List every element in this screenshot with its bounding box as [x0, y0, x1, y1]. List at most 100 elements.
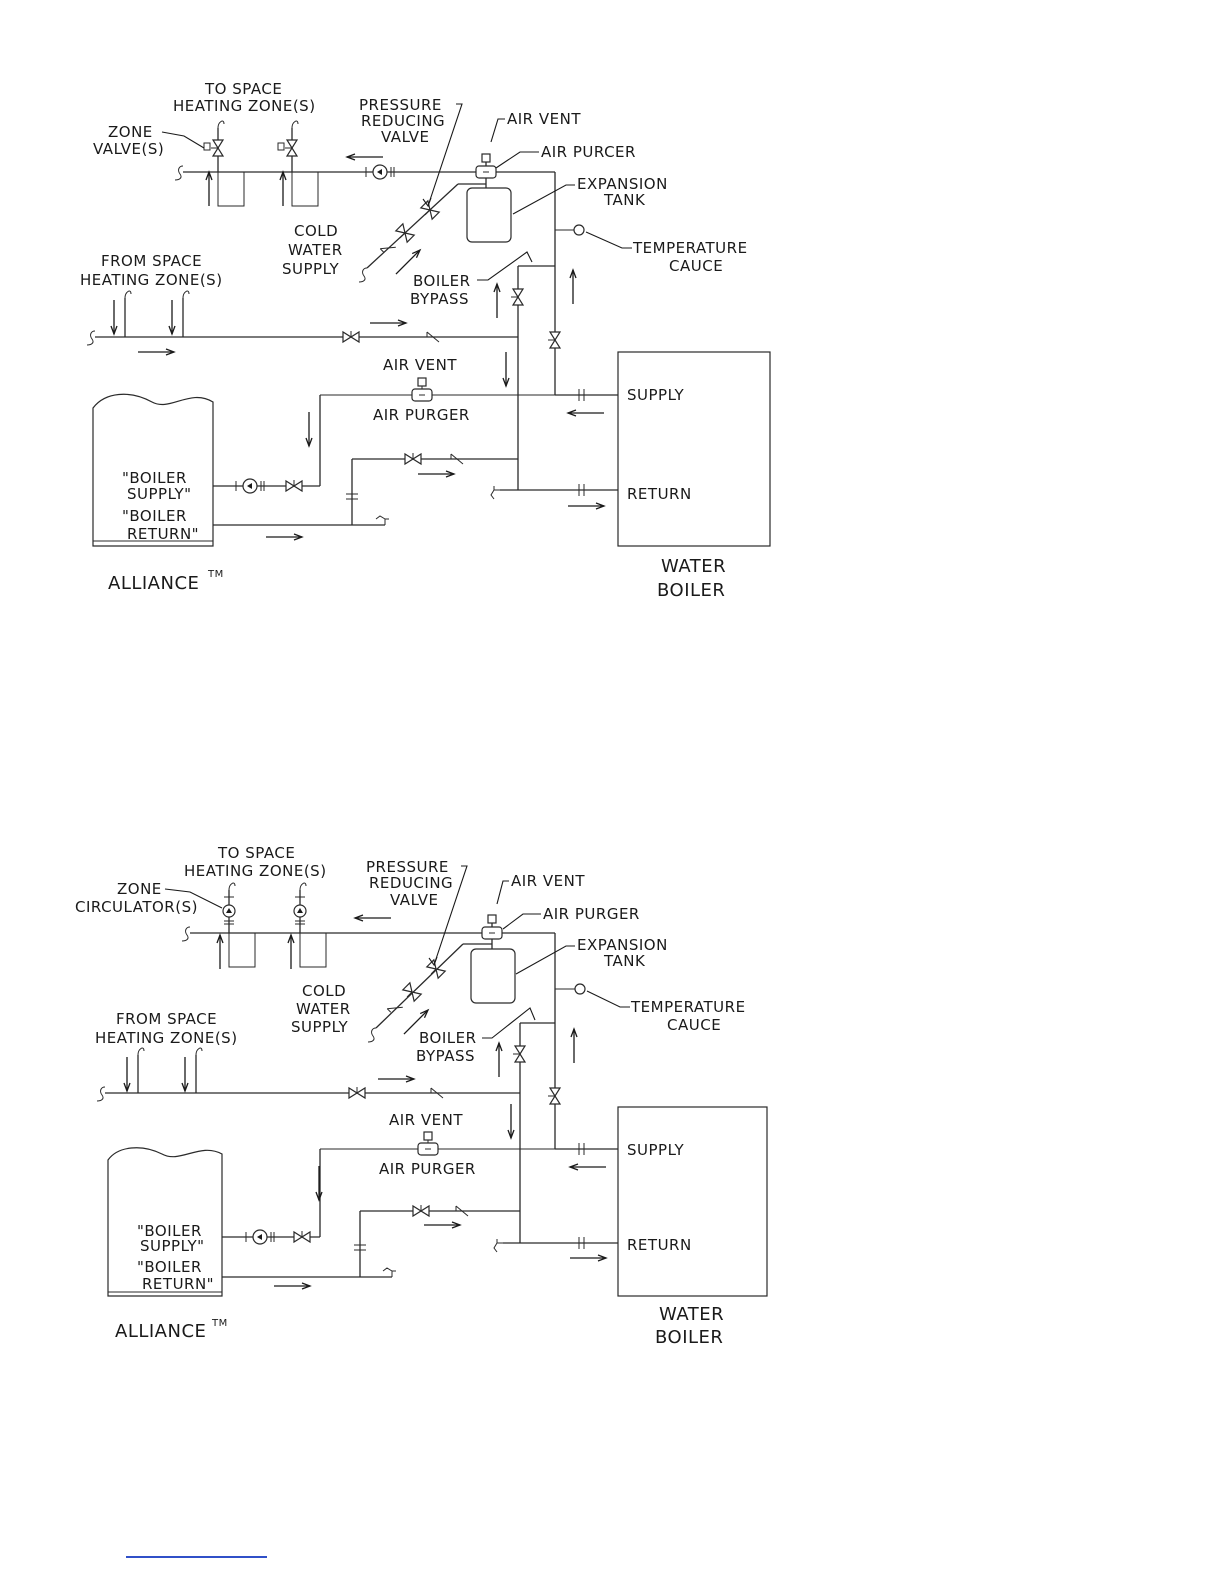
label-heating-zones: HEATING ZONE(S)	[173, 97, 316, 115]
label-air-vent-mid: AIR VENT	[389, 1111, 463, 1129]
isolation-valve-icon	[547, 1087, 561, 1105]
label-boiler-supply-2: SUPPLY"	[140, 1237, 205, 1255]
piping-diagram-zone-circulators: TO SPACE HEATING ZONE(S) ZONE CIRCULATOR…	[75, 844, 768, 1348]
label-reducing: REDUCING	[361, 112, 445, 130]
label-pressure: PRESSURE	[359, 96, 442, 114]
air-vent-icon	[487, 914, 497, 924]
flow-arrow-icon	[216, 934, 224, 970]
label-zone-circulators: CIRCULATOR(S)	[75, 898, 198, 916]
flow-arrow-icon	[567, 502, 605, 510]
flow-arrow-icon	[168, 299, 176, 335]
label-air-purger-mid: AIR PURGER	[379, 1160, 476, 1178]
flow-arrow-icon	[569, 1163, 607, 1171]
label-water: WATER	[296, 1000, 351, 1018]
label-water: WATER	[288, 241, 343, 259]
label-from-space: FROM SPACE	[116, 1010, 217, 1028]
label-air-vent-mid: AIR VENT	[383, 356, 457, 374]
label-zone: ZONE	[117, 880, 162, 898]
label-boiler-bypass-2: BYPASS	[416, 1047, 475, 1065]
label-air-purger: AIR PURGER	[543, 905, 640, 923]
pipe-end-icon	[181, 926, 191, 942]
flow-arrow-icon	[123, 1056, 131, 1092]
flow-arrow-icon	[205, 171, 213, 207]
label-water-boiler-1: WATER	[659, 1304, 724, 1325]
flow-arrow-icon	[137, 348, 175, 356]
label-water-boiler-2: BOILER	[657, 580, 725, 601]
flow-arrow-icon	[287, 934, 295, 970]
label-air-purger-mid: AIR PURGER	[373, 406, 470, 424]
zone-valve-icon	[284, 139, 298, 157]
flow-arrow-icon	[346, 153, 384, 161]
label-valve: VALVE	[390, 891, 439, 909]
label-from-heating-zones: HEATING ZONE(S)	[80, 271, 223, 289]
label-cold: COLD	[302, 982, 346, 1000]
flow-arrow-icon	[495, 1042, 503, 1078]
label-boiler-bypass-2: BYPASS	[410, 290, 469, 308]
label-boiler-supply-1: "BOILER	[122, 469, 187, 487]
label-alliance: ALLIANCE	[108, 573, 199, 594]
flow-arrow-icon	[507, 1103, 515, 1139]
label-boiler-supply-2: SUPPLY"	[127, 485, 192, 503]
label-to-space: TO SPACE	[217, 844, 295, 862]
air-purger-icon	[417, 1142, 439, 1156]
label-to-space: TO SPACE	[204, 80, 282, 98]
label-valve: VALVE	[381, 128, 430, 146]
expansion-tank-icon	[470, 948, 516, 1004]
label-boiler-return-1: "BOILER	[122, 507, 187, 525]
label-tank: TANK	[603, 952, 646, 970]
air-purger-icon	[411, 388, 433, 402]
label-alliance: ALLIANCE	[115, 1321, 206, 1342]
label-from-space: FROM SPACE	[101, 252, 202, 270]
flow-arrow-icon	[305, 411, 313, 447]
flow-arrow-icon	[279, 171, 287, 207]
label-trademark: TM	[207, 569, 224, 580]
flow-arrow-icon	[315, 1165, 323, 1201]
label-water-boiler-2: BOILER	[655, 1327, 723, 1348]
label-temperature: TEMPERATURE	[632, 239, 748, 257]
label-boiler-return-1: "BOILER	[137, 1258, 202, 1276]
air-vent-icon	[417, 377, 427, 387]
label-trademark: TM	[211, 1318, 228, 1329]
flow-arrow-icon	[181, 1056, 189, 1092]
bypass-valve-icon	[510, 288, 524, 306]
air-purger-icon	[475, 165, 497, 179]
label-boiler-return-2: RETURN"	[127, 525, 199, 543]
water-boiler-box	[617, 1106, 768, 1297]
zone-valve-icon	[210, 139, 224, 157]
footer-link-underline[interactable]	[126, 1556, 267, 1558]
flow-arrow-icon	[570, 1028, 578, 1064]
label-return: RETURN	[627, 1236, 692, 1254]
alliance-tank	[107, 1147, 223, 1297]
flow-arrow-icon	[493, 283, 501, 319]
label-gauge: CAUCE	[669, 257, 723, 275]
label-expansion: EXPANSION	[577, 175, 668, 193]
label-supply: SUPPLY	[627, 1141, 684, 1159]
label-boiler-supply-1: "BOILER	[137, 1222, 202, 1240]
water-boiler-box	[617, 351, 771, 547]
piping-diagram-zone-valves: TO SPACE HEATING ZONE(S) ZONE VALVE(S) P…	[80, 80, 771, 601]
flow-arrow-icon	[354, 914, 392, 922]
air-vent-icon	[423, 1131, 433, 1141]
isolation-valve-icon	[547, 331, 561, 349]
label-boiler-bypass-1: BOILER	[413, 272, 471, 290]
bypass-valve-icon	[512, 1045, 526, 1063]
label-gauge: CAUCE	[667, 1016, 721, 1034]
temperature-gauge-icon	[574, 983, 586, 995]
label-return: RETURN	[627, 485, 692, 503]
label-heating-zones: HEATING ZONE(S)	[184, 862, 327, 880]
label-zone: ZONE	[108, 123, 153, 141]
label-supply-cold: SUPPLY	[282, 260, 339, 278]
label-cold: COLD	[294, 222, 338, 240]
air-purger-icon	[481, 926, 503, 940]
label-air-purger: AIR PURCER	[541, 143, 636, 161]
pipe-end-icon	[174, 165, 184, 181]
alliance-tank	[92, 393, 214, 547]
flow-arrow-icon	[569, 1254, 607, 1262]
label-pressure: PRESSURE	[366, 858, 449, 876]
label-supply: SUPPLY	[627, 386, 684, 404]
label-air-vent: AIR VENT	[511, 872, 585, 890]
label-from-heating-zones: HEATING ZONE(S)	[95, 1029, 238, 1047]
expansion-tank-icon	[466, 187, 512, 243]
label-expansion: EXPANSION	[577, 936, 668, 954]
